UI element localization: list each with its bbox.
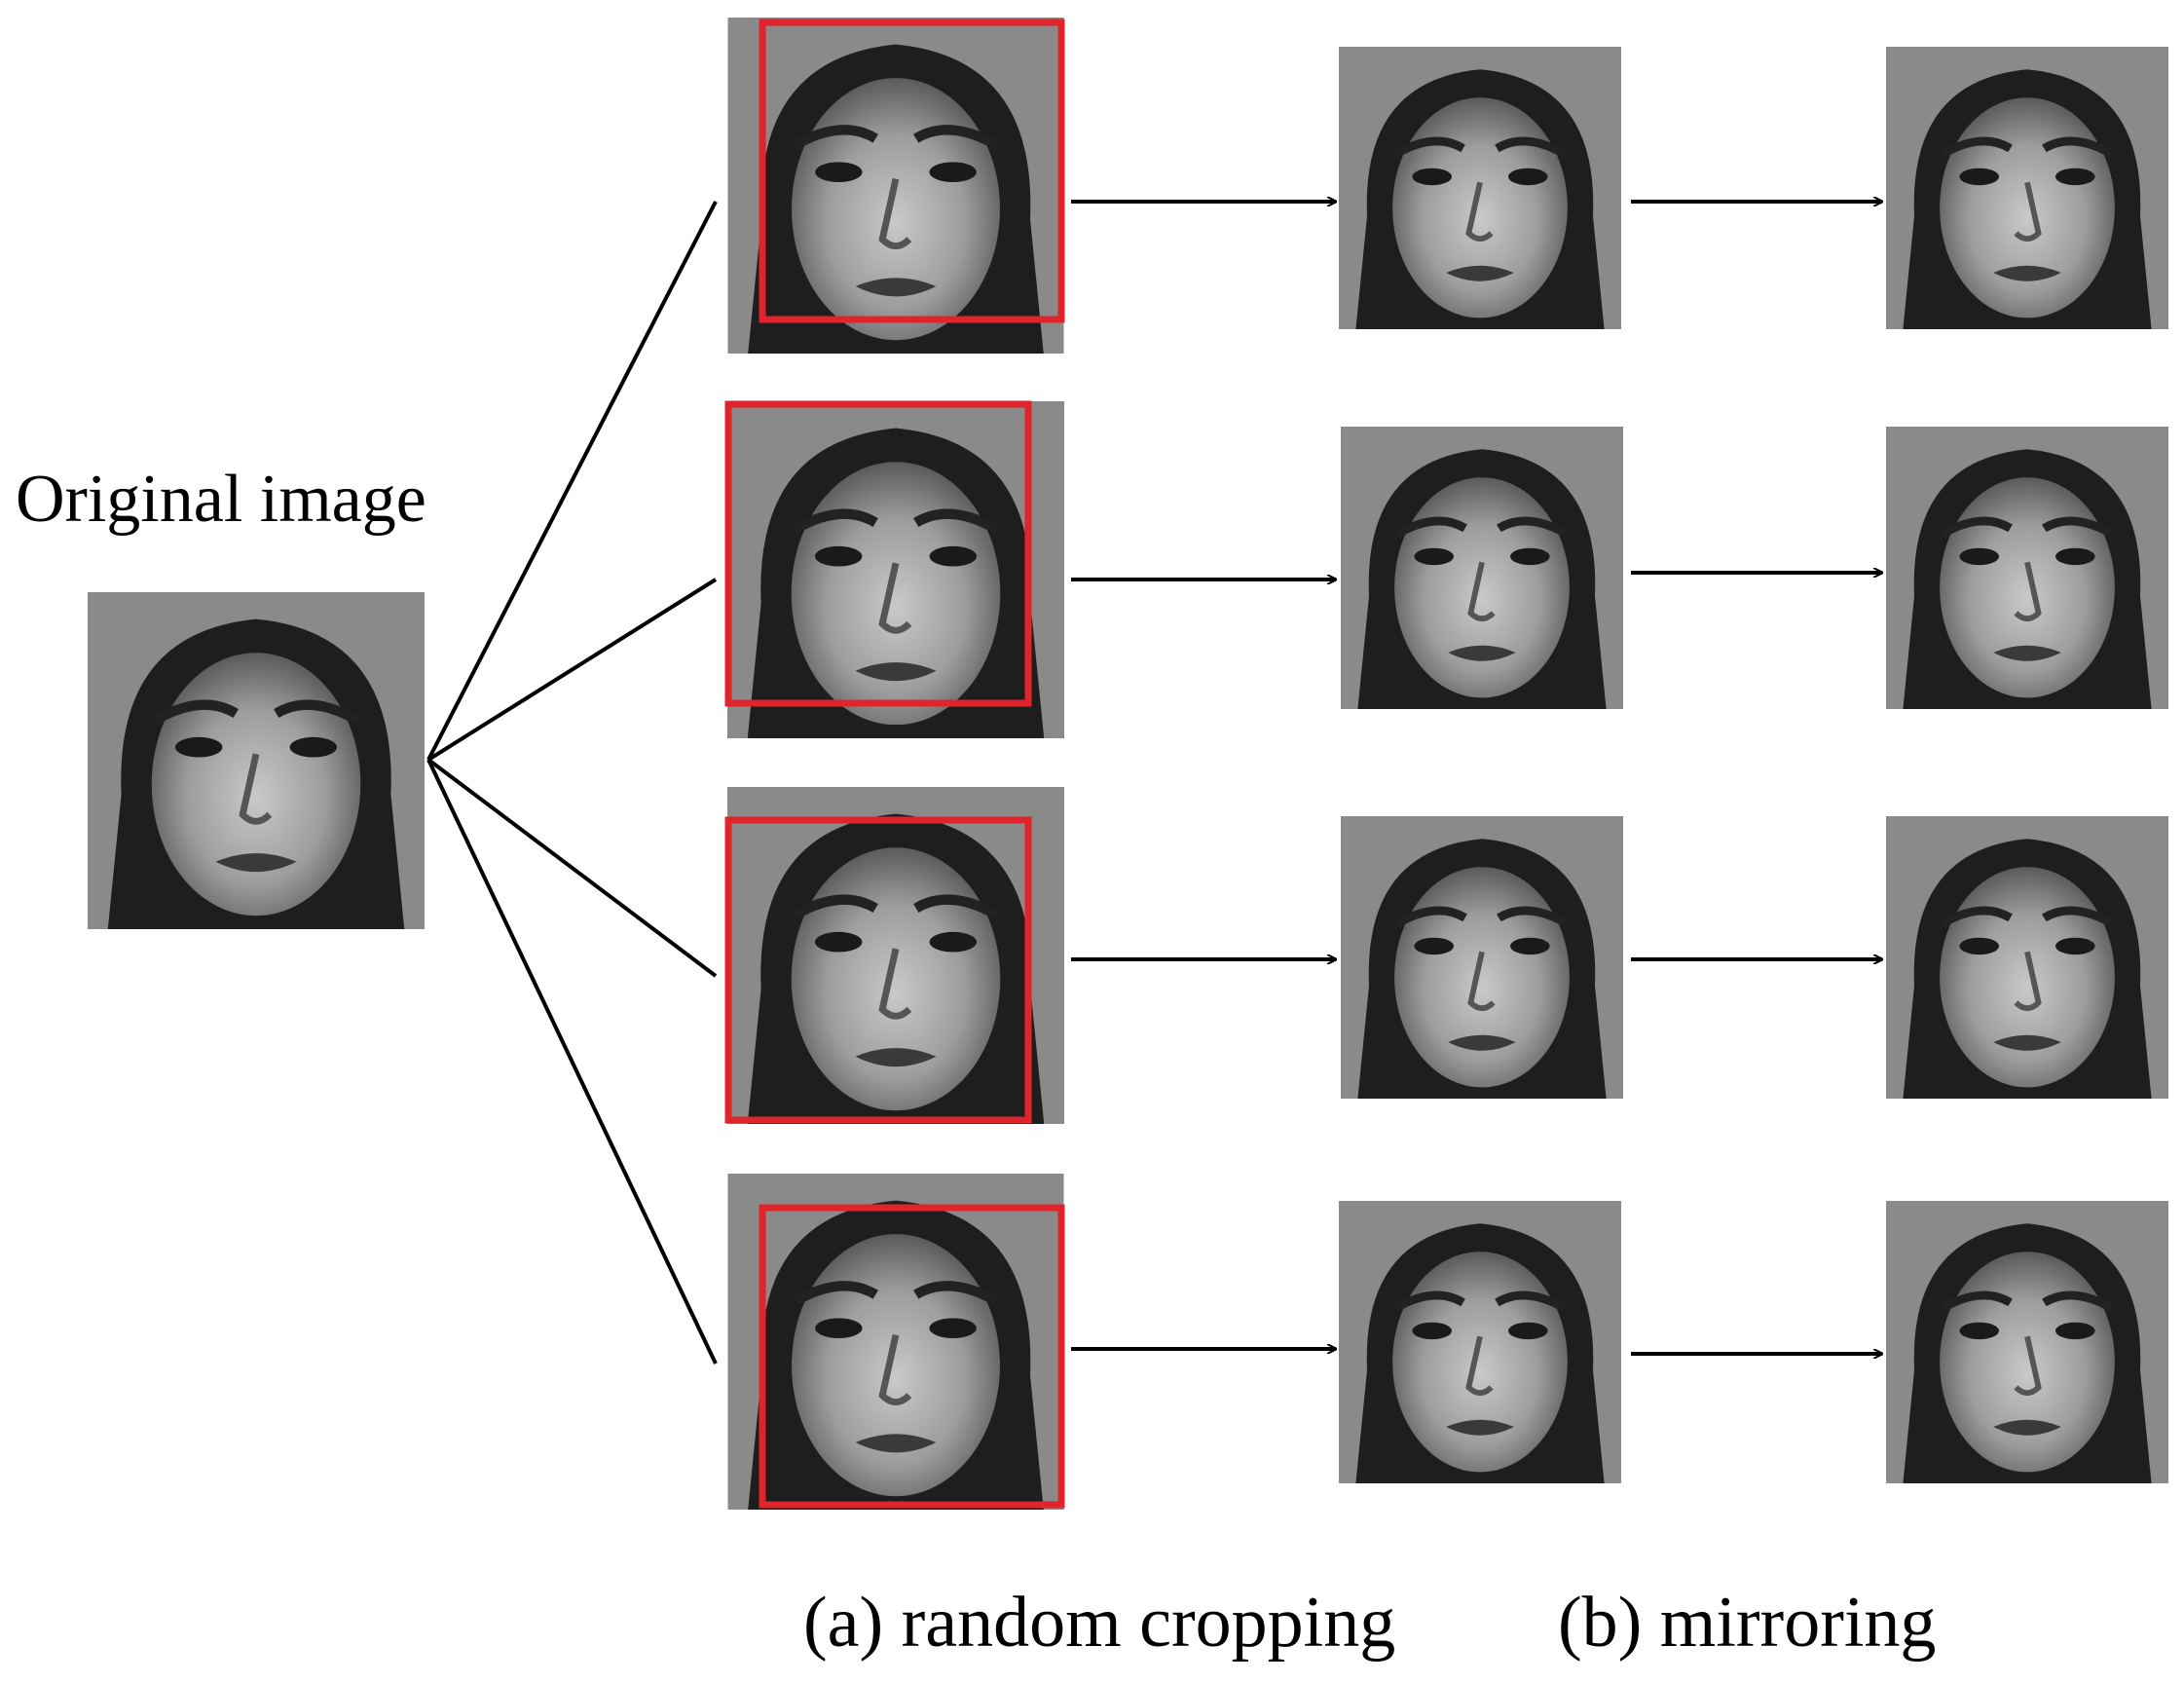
caption-mirroring: (b) mirroring [1558, 1583, 1936, 1663]
original-image-label: Original image [16, 462, 426, 537]
mirrored-photo-4 [1886, 1201, 2168, 1483]
cropped-photo-4 [1339, 1201, 1621, 1483]
crop-source-photo-2 [727, 401, 1064, 738]
crop-source-photo-3 [727, 787, 1064, 1124]
cropped-photo-3 [1341, 816, 1623, 1099]
fan-line-3 [426, 758, 718, 978]
crop-box-4 [759, 1204, 1065, 1509]
mirrored-photo-2 [1886, 427, 2168, 709]
caption-random-cropping: (a) random cropping [803, 1583, 1395, 1663]
crop-source-photo-1 [728, 18, 1064, 354]
mirrored-photo-1 [1886, 47, 2168, 329]
fan-line-1 [426, 201, 718, 761]
crop-box-1 [759, 19, 1065, 323]
fan-line-2 [426, 578, 718, 762]
crop-box-3 [724, 816, 1032, 1124]
crop-box-2 [724, 400, 1032, 707]
cropped-photo-1 [1339, 47, 1621, 329]
mirrored-photo-3 [1886, 816, 2168, 1099]
cropped-photo-2 [1341, 427, 1623, 709]
fan-line-4 [426, 759, 718, 1365]
original-image-photo [88, 592, 425, 929]
crop-source-photo-4 [728, 1174, 1064, 1510]
